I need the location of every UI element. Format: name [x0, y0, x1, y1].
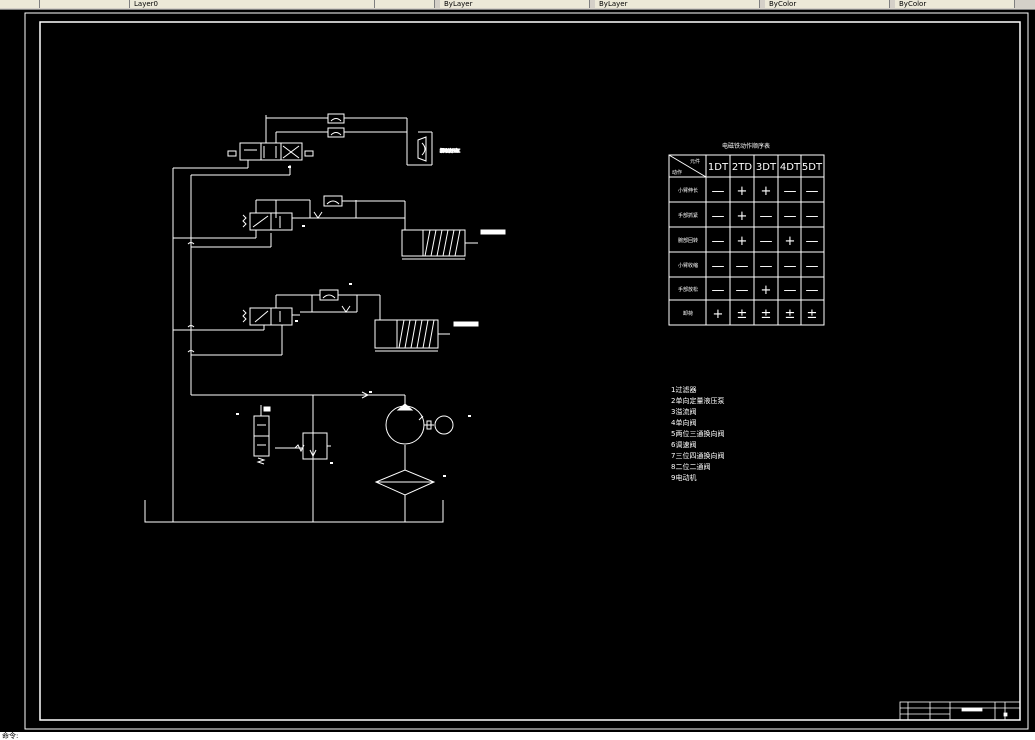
table-row-label: 手部抓紧: [678, 212, 698, 219]
table-cell: —: [784, 259, 797, 274]
table-cell: +: [737, 184, 748, 199]
table-cell: +: [737, 234, 748, 249]
legend-item: 5两位三通换向阀: [671, 429, 724, 438]
filter: [374, 469, 436, 496]
legend-item: 2单向定量液压泵: [671, 396, 724, 405]
table-cell: +: [713, 307, 724, 322]
table-header-5: 5DT: [802, 162, 823, 173]
legend-item: 1过滤器: [671, 385, 696, 394]
swing-motor: 摆动液压缸: [417, 136, 461, 162]
toolbar: Layer0 ByLayer ByLayer ByColor ByColor: [0, 0, 1035, 10]
motor-label: 摆动液压缸: [440, 147, 460, 153]
inner-frame: [39, 21, 1021, 721]
throttle-valves-top: [327, 113, 433, 166]
component-markers: [236, 166, 471, 477]
table-cell: +: [737, 209, 748, 224]
table-cell: ±: [761, 307, 772, 322]
sequence-table: [668, 154, 825, 326]
cylinder-1: [401, 229, 506, 260]
pump: [385, 403, 454, 445]
lineweight-dropdown[interactable]: ByLayer: [595, 0, 760, 8]
table-cell: —: [784, 209, 797, 224]
layer-dropdown[interactable]: Layer0: [130, 0, 375, 8]
table-cell: —: [712, 259, 725, 274]
toolbar-icons[interactable]: [40, 0, 130, 8]
drawing-svg: 摆动液压缸: [24, 12, 1029, 730]
table-body: 小臂伸长 — + + — — 手部抓紧 — + — — — 腕部回转 — + — + — 小臂收缩 — — — — — 手部放松…: [678, 184, 819, 322]
table-cell: —: [712, 209, 725, 224]
table-cell: —: [784, 283, 797, 298]
valve-5b: [242, 289, 381, 326]
table-row-label: 腕部回转: [678, 237, 698, 244]
table-corner-top: 元件: [690, 158, 700, 165]
table-cell: —: [712, 234, 725, 249]
table-cell: —: [712, 184, 725, 199]
table-header-2: 2TD: [732, 162, 752, 173]
table-cell: ±: [785, 307, 796, 322]
table-row-label: 小臂收缩: [678, 262, 698, 269]
table-cell: —: [784, 184, 797, 199]
table-cell: —: [760, 234, 773, 249]
table-cell: —: [806, 234, 819, 249]
table-header-4: 4DT: [780, 162, 801, 173]
table-cell: +: [761, 283, 772, 298]
relief-valve: [294, 432, 331, 460]
legend-item: 6调速阀: [671, 440, 696, 449]
valve-5a: [242, 195, 406, 231]
legend: 1过滤器 2单向定量液压泵 3溢流阀 4单向阀 5两位三通换向阀 6调速阀 7三位四通换向阀…: [671, 385, 724, 482]
table-cell: +: [761, 184, 772, 199]
legend-item: 7三位四通换向阀: [671, 451, 724, 460]
table-cell: —: [806, 283, 819, 298]
table-corner-bottom: 动作: [672, 169, 682, 176]
table-cell: —: [760, 259, 773, 274]
table-cell: —: [760, 209, 773, 224]
table-cell: ±: [807, 307, 818, 322]
table-cell: —: [736, 283, 749, 298]
table-title: 电磁铁动作顺序表: [722, 142, 770, 150]
legend-item: 3溢流阀: [671, 407, 696, 416]
command-line[interactable]: 命令:: [0, 732, 1035, 740]
table-cell: —: [712, 283, 725, 298]
table-cell: —: [736, 259, 749, 274]
valve-8: [253, 405, 271, 465]
layer-tools[interactable]: [375, 0, 435, 8]
table-cell: —: [806, 259, 819, 274]
linetype-dropdown[interactable]: ByLayer: [440, 0, 590, 8]
table-cell: ±: [737, 307, 748, 322]
table-header-1: 1DT: [708, 162, 729, 173]
legend-item: 8二位二通阀: [671, 462, 710, 471]
valve-7: [227, 115, 407, 161]
legend-item: 9电动机: [671, 473, 696, 482]
table-header-3: 3DT: [756, 162, 777, 173]
hydraulic-lines: [172, 160, 406, 522]
table-row-label: 卸荷: [683, 310, 693, 317]
plotstyle-dropdown[interactable]: ByColor: [895, 0, 1015, 8]
oil-tank: [144, 500, 444, 523]
table-cell: —: [806, 209, 819, 224]
table-row-label: 小臂伸长: [678, 187, 698, 194]
outer-frame: [24, 12, 1029, 730]
color-dropdown[interactable]: ByColor: [765, 0, 890, 8]
cylinder-2: [374, 319, 479, 352]
drawing-canvas[interactable]: 摆动液压缸: [0, 10, 1035, 732]
table-cell: +: [785, 234, 796, 249]
toolbar-buttons[interactable]: [0, 0, 40, 8]
table-cell: —: [806, 184, 819, 199]
legend-item: 4单向阀: [671, 418, 696, 427]
table-row-label: 手部放松: [678, 286, 698, 293]
title-block: [899, 701, 1021, 721]
